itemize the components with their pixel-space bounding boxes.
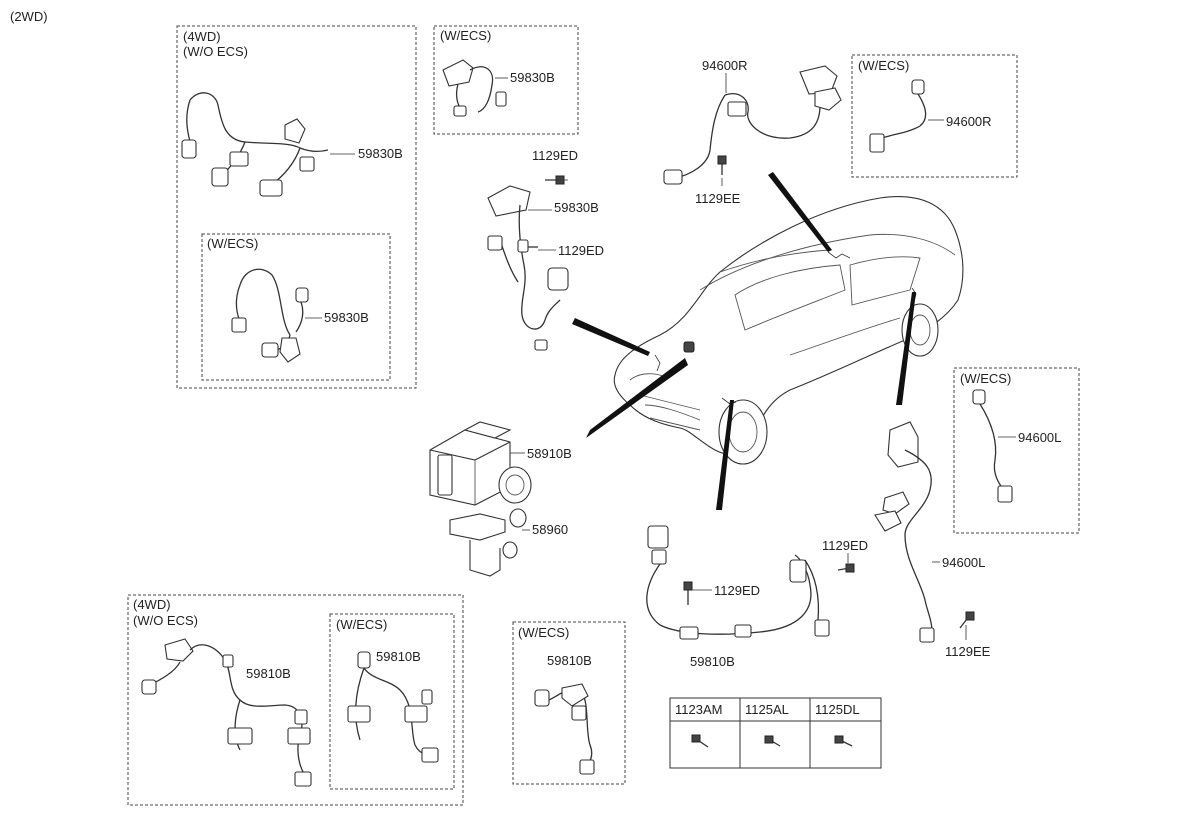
front-2wd-ecs-box-label: (W/ECS) <box>440 28 491 43</box>
label-94600r-main: 94600R <box>702 58 748 73</box>
rear-right-ecs-sensor <box>869 79 927 153</box>
bottom-4wd-ecs-box-label: (W/ECS) <box>336 617 387 632</box>
label-1129ee-bottom: 1129EE <box>945 644 991 659</box>
callout-arrows <box>572 172 916 510</box>
rear-right-ecs-box <box>851 54 1018 178</box>
label-59810b-4wd-ecs: 59810B <box>376 649 421 664</box>
bottom-4wd-ecs-box <box>329 613 455 790</box>
label-1129ee-top: 1129EE <box>695 191 741 206</box>
bottom-4wd-box <box>127 594 464 806</box>
abs-module-icon <box>429 421 532 577</box>
bottom-2wd-ecs-box-label: (W/ECS) <box>518 625 569 640</box>
rear-left-ecs-box-label: (W/ECS) <box>960 371 1011 386</box>
label-59830b-front-4wd-ecs: 59830B <box>324 310 369 325</box>
label-58960: 58960 <box>532 522 568 537</box>
front-4wd-box-label-1: (4WD) <box>183 29 221 44</box>
bolt-icon <box>834 735 853 747</box>
bottom-2wd-ecs-box <box>512 621 626 785</box>
label-59830b-front-2wd-ecs: 59830B <box>510 70 555 85</box>
bottom-4wd-box-label-1: (4WD) <box>133 597 171 612</box>
front-2wd-ecs-sensor-harness <box>442 59 507 117</box>
bolt-table-col-1: 1123AM <box>675 702 722 717</box>
bolt-icon <box>691 734 709 748</box>
rear-right-sensor-harness <box>663 65 842 185</box>
front-4wd-sensor-harness <box>181 92 329 197</box>
bottom-2wd-ecs-sensor-harness <box>534 683 595 775</box>
bolt-table-col-2: 1125AL <box>745 702 789 717</box>
label-58910b: 58910B <box>527 446 572 461</box>
label-94600l-ecs: 94600L <box>1018 430 1061 445</box>
bottom-4wd-ecs-sensor-harness <box>347 651 439 763</box>
label-1129ed-lower: 1129ED <box>714 583 760 598</box>
label-59830b-front-4wd: 59830B <box>358 146 403 161</box>
front-2wd-ecs-box <box>433 25 579 135</box>
label-1129ed-right: 1129ED <box>822 538 868 553</box>
label-59830b-front-2wd: 59830B <box>554 200 599 215</box>
label-59810b-main: 59810B <box>690 654 735 669</box>
front-4wd-ecs-box <box>201 233 391 381</box>
front-2wd-sensor-harness <box>487 175 569 351</box>
rear-2wd-sensor-harness <box>646 525 855 640</box>
label-94600l-main: 94600L <box>942 555 985 570</box>
bolt-table: 1123AM 1125AL 1125DL <box>669 697 882 769</box>
label-1129ed-mid: 1129ED <box>558 243 604 258</box>
label-1129ed-top: 1129ED <box>532 148 578 163</box>
rear-left-sensor-harness <box>874 421 975 643</box>
front-4wd-ecs-box-label: (W/ECS) <box>207 236 258 251</box>
rear-right-ecs-box-label: (W/ECS) <box>858 58 909 73</box>
rear-left-ecs-sensor <box>972 389 1013 503</box>
bolt-table-col-3: 1125DL <box>815 702 860 717</box>
label-59810b-4wd: 59810B <box>246 666 291 681</box>
bottom-4wd-box-label-2: (W/O ECS) <box>133 613 198 628</box>
rear-left-ecs-box <box>953 367 1080 534</box>
front-4wd-box-label-2: (W/O ECS) <box>183 44 248 59</box>
bottom-4wd-sensor-harness <box>141 638 312 787</box>
front-4wd-box <box>176 25 417 389</box>
front-4wd-ecs-sensor-harness <box>231 268 309 363</box>
bolt-icon <box>764 735 781 747</box>
header-label: (2WD) <box>10 9 48 24</box>
label-94600r-ecs: 94600R <box>946 114 992 129</box>
label-59810b-2wd-ecs: 59810B <box>547 653 592 668</box>
